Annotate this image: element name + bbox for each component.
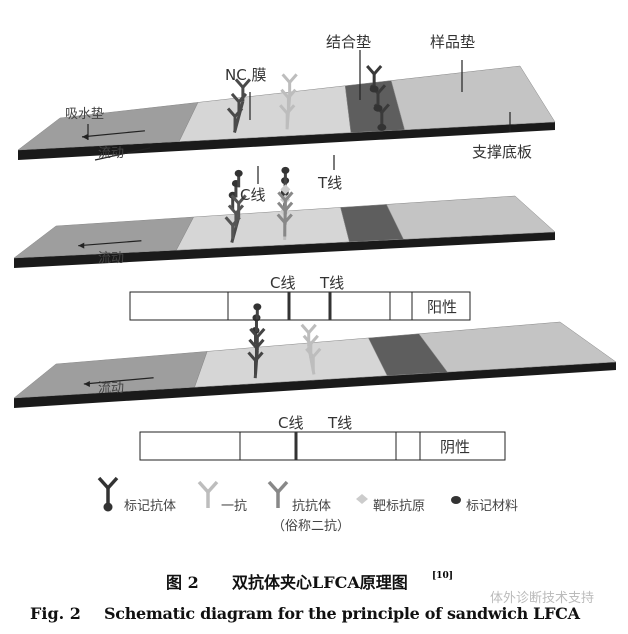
captured-labeled-antibody [249,303,266,351]
flow-arrow-icon [78,240,142,247]
t-line-label-1: T线 [317,174,342,192]
primary-antibody-icon [280,88,297,112]
flow-label-1: 流动 [98,146,124,161]
label-material-icon [281,166,290,174]
backing [14,232,555,268]
label-material-icon [373,104,383,112]
flow-label-2: 流动 [98,251,124,266]
anti-antibody-icon [267,480,289,508]
primary-antibody-icon [300,323,317,347]
labeled-antibody-icon [366,64,383,93]
c-line-label-1: C线 [240,186,265,204]
test-strip-3 [13,321,617,408]
backing [14,362,616,408]
conjugate-pad-label: 结合垫 [326,33,371,51]
backing-label: 支撑底板 [472,143,532,161]
t-line-label-3: T线 [327,414,352,432]
legend-label-4: 标记材料 [466,499,518,514]
caption-cn-number: 图 2 [166,573,199,592]
label-material-icon [451,496,461,504]
legend-sublabel-2: （俗称二抗） [272,519,350,534]
test-strip-2 [13,195,556,268]
legend-label-2: 抗抗体 [292,499,331,514]
target-antigen-icon [356,494,368,504]
absorbent-pad-label: 吸水垫 [65,106,104,122]
result-positive: 阳性 [427,298,457,316]
sample-pad [386,195,556,240]
nc-membrane [178,85,352,142]
backing [18,122,555,160]
strip1-labels [87,50,511,184]
flow-label-3: 流动 [98,381,124,396]
flow-arrowhead-icon [81,133,88,140]
captured-labeled-antibody [230,169,247,218]
legend-label-1: 一抗 [221,499,247,514]
result-window-positive [129,291,471,321]
caption-en-title: Schematic diagram for the principle of s… [104,604,581,623]
legend-label-3: 靶标抗原 [373,499,425,514]
c-line-label-3: C线 [278,414,303,432]
primary-antibody-icon [281,73,298,97]
legend [97,476,461,512]
flow-arrow-icon [81,130,145,138]
caption-ref: [10] [432,571,453,581]
flow-arrowhead-icon [83,381,90,388]
test-strip-1 [17,65,556,160]
target-antigen-icon [280,184,291,195]
label-material-icon [377,123,387,131]
label-material-icon [369,85,379,93]
flow-arrowhead-icon [78,242,85,249]
label-material-icon [253,303,262,311]
primary-antibody-icon [279,104,296,128]
watermark: 体外诊断技术支持 [490,591,594,606]
caption-cn-title: 双抗体夹心LFCA原理图 [232,573,408,592]
anti-antibody-icon [234,78,252,102]
sample-pad [418,321,617,373]
result-negative: 阴性 [440,438,470,456]
caption-en-number: Fig. 2 [30,604,81,623]
primary-antibody-icon [197,480,219,508]
legend-label-0: 标记抗体 [124,499,176,514]
labeled-antibody-icon [97,476,119,512]
label-material-icon [234,169,243,177]
nc-membrane-label: NC 膜 [225,66,266,84]
captured-complex [277,166,294,215]
sample-pad-label: 样品垫 [430,33,475,51]
c-line-label-2: C线 [270,274,295,292]
flow-arrow-icon [83,377,154,385]
sample-pad [390,65,556,131]
result-window-negative [139,431,506,461]
t-line-label-2: T线 [319,274,344,292]
